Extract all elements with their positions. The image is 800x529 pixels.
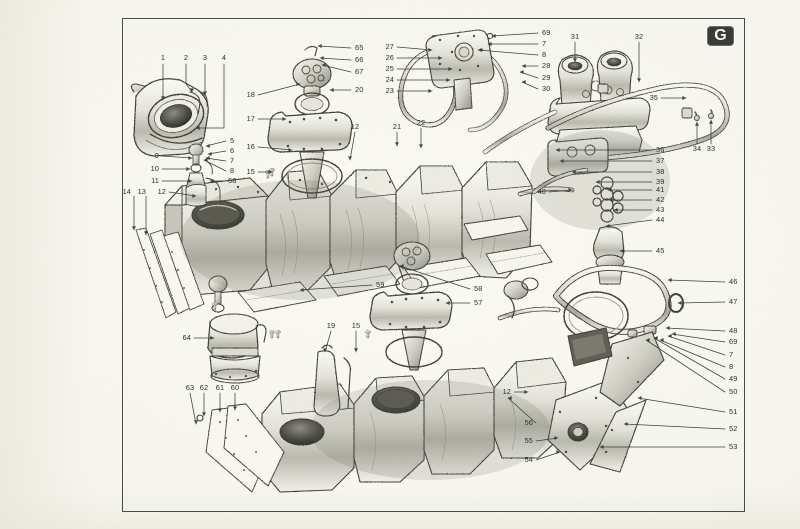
callout-number-62: 62 bbox=[199, 383, 209, 392]
callout-number-2: 2 bbox=[183, 53, 189, 62]
callout-number-30: 30 bbox=[542, 84, 551, 93]
callout-number-51: 51 bbox=[729, 407, 738, 416]
callout-number-6: 6 bbox=[230, 146, 235, 155]
callout-number-11: 11 bbox=[151, 176, 159, 185]
callout-number-69: 69 bbox=[729, 337, 738, 346]
callout-number-3: 3 bbox=[202, 53, 208, 62]
callout-number-37: 37 bbox=[656, 156, 665, 165]
callout-number-24: 24 bbox=[385, 75, 394, 84]
callout-number-12: 12 bbox=[157, 187, 166, 196]
callout-number-41: 41 bbox=[656, 185, 665, 194]
callout-number-58: 58 bbox=[474, 284, 483, 293]
callout-number-22: 22 bbox=[416, 118, 426, 127]
callout-number-40: 40 bbox=[537, 187, 546, 196]
callout-number-59: 59 bbox=[376, 280, 385, 289]
callout-number-54: 54 bbox=[524, 455, 533, 464]
callout-number-68: 68 bbox=[228, 176, 237, 185]
callout-number-13: 13 bbox=[137, 187, 146, 196]
callout-number-43: 43 bbox=[656, 205, 665, 214]
callout-number-15: 15 bbox=[351, 321, 361, 330]
callout-number-28: 28 bbox=[542, 61, 551, 70]
callout-number-53: 53 bbox=[729, 442, 738, 451]
callout-number-18: 18 bbox=[246, 90, 255, 99]
callout-number-46: 46 bbox=[729, 277, 738, 286]
callout-number-55: 55 bbox=[524, 436, 533, 445]
callout-number-7: 7 bbox=[230, 156, 235, 165]
callout-number-42: 42 bbox=[656, 195, 665, 204]
callout-number-33: 33 bbox=[706, 144, 716, 153]
callout-number-16: 16 bbox=[246, 142, 255, 151]
plate-border-frame bbox=[122, 18, 745, 512]
callout-number-10: 10 bbox=[150, 164, 159, 173]
callout-number-19: 19 bbox=[326, 321, 336, 330]
callout-number-12: 12 bbox=[502, 387, 511, 396]
callout-number-50: 50 bbox=[729, 387, 738, 396]
callout-number-14: 14 bbox=[122, 187, 131, 196]
callout-number-35: 35 bbox=[649, 93, 658, 102]
callout-number-66: 66 bbox=[355, 55, 364, 64]
callout-number-8: 8 bbox=[230, 166, 235, 175]
callout-number-48: 48 bbox=[729, 326, 738, 335]
callout-number-57: 57 bbox=[474, 298, 483, 307]
callout-number-64: 64 bbox=[182, 333, 191, 342]
callout-number-65: 65 bbox=[355, 43, 364, 52]
callout-number-60: 60 bbox=[230, 383, 240, 392]
callout-number-8: 8 bbox=[542, 50, 547, 59]
callout-number-17: 17 bbox=[246, 114, 255, 123]
callout-number-21: 21 bbox=[392, 122, 402, 131]
callout-number-26: 26 bbox=[385, 53, 394, 62]
callout-number-9: 9 bbox=[154, 151, 159, 160]
callout-number-63: 63 bbox=[185, 383, 195, 392]
callout-number-12: 12 bbox=[350, 122, 360, 131]
callout-number-36: 36 bbox=[656, 145, 665, 154]
callout-number-34: 34 bbox=[692, 144, 702, 153]
callout-number-5: 5 bbox=[230, 136, 235, 145]
callout-number-49: 49 bbox=[729, 374, 738, 383]
callout-number-23: 23 bbox=[385, 86, 394, 95]
callout-number-29: 29 bbox=[542, 73, 551, 82]
callout-number-32: 32 bbox=[634, 32, 644, 41]
callout-number-7: 7 bbox=[542, 39, 547, 48]
callout-number-61: 61 bbox=[215, 383, 225, 392]
callout-number-39: 39 bbox=[656, 177, 665, 186]
callout-number-47: 47 bbox=[729, 297, 738, 306]
callout-number-15: 15 bbox=[246, 167, 255, 176]
callout-number-1: 1 bbox=[160, 53, 166, 62]
callout-number-4: 4 bbox=[221, 53, 227, 62]
callout-number-69: 69 bbox=[542, 28, 551, 37]
callout-number-56: 56 bbox=[524, 418, 533, 427]
callout-number-52: 52 bbox=[729, 424, 738, 433]
callout-number-67: 67 bbox=[355, 67, 364, 76]
callout-number-20: 20 bbox=[355, 85, 364, 94]
g-brand-logo: G bbox=[707, 26, 734, 46]
callout-number-25: 25 bbox=[385, 64, 394, 73]
callout-number-27: 27 bbox=[385, 42, 394, 51]
callout-number-44: 44 bbox=[656, 215, 665, 224]
callout-number-8: 8 bbox=[729, 362, 734, 371]
callout-number-38: 38 bbox=[656, 167, 665, 176]
callout-number-45: 45 bbox=[656, 246, 665, 255]
callout-number-31: 31 bbox=[570, 32, 580, 41]
callout-number-7: 7 bbox=[729, 350, 734, 359]
